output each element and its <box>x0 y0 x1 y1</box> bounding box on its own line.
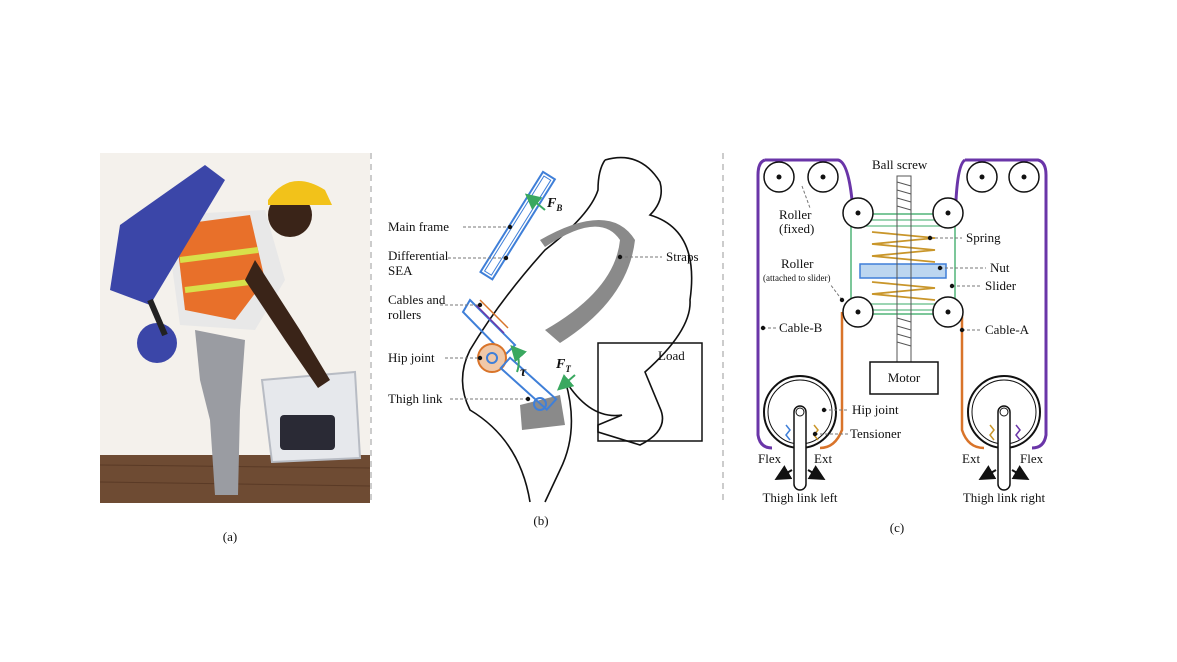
label-thigh-right: Thigh link right <box>963 490 1046 505</box>
panel-a-caption: (a) <box>223 529 237 544</box>
thigh-link-right <box>997 405 1011 491</box>
label-cables: Cables and <box>388 292 446 307</box>
label-force-fb: FB <box>546 196 562 213</box>
panel-c-caption: (c) <box>890 520 904 535</box>
panel-b-diagram <box>440 156 703 503</box>
label-thigh-link: Thigh link <box>388 391 443 406</box>
tensioner-right <box>989 424 995 441</box>
legs <box>195 330 245 495</box>
label-torque: τ <box>520 365 527 380</box>
tensioner-left <box>785 424 791 441</box>
label-flex-left: Flex <box>758 451 782 466</box>
label-nut: Nut <box>990 260 1010 275</box>
label-force-ft: FT <box>555 357 571 374</box>
panel-b-caption: (b) <box>533 513 548 528</box>
label-roller-slider-sub: (attached to slider) <box>763 273 830 283</box>
label-hip-joint: Hip joint <box>388 350 435 365</box>
hard-hat <box>268 181 332 205</box>
load-box <box>597 342 703 442</box>
label-rollers: rollers <box>388 307 421 322</box>
motor-box <box>869 361 939 395</box>
thigh-link-frame <box>499 356 558 412</box>
nut <box>859 263 947 279</box>
cable-orange-right <box>960 312 985 450</box>
label-straps: Straps <box>666 249 699 264</box>
exo-hip-actuator <box>137 323 177 363</box>
label-ext-left: Ext <box>814 451 832 466</box>
label-hip-joint-c: Hip joint <box>852 402 899 417</box>
label-differential: Differential <box>388 248 449 263</box>
main-frame <box>479 170 557 281</box>
label-roller-fixed-sub: (fixed) <box>779 221 814 236</box>
label-tensioner: Tensioner <box>850 426 902 441</box>
label-load: Load <box>658 348 685 363</box>
panel-a-photo <box>99 153 371 503</box>
label-main-frame: Main frame <box>388 219 449 234</box>
thigh-link-left <box>793 405 807 491</box>
cable-orange-left <box>819 312 844 450</box>
cable-purple <box>475 304 505 334</box>
cable-orange <box>479 299 509 329</box>
label-cable-a: Cable-A <box>985 322 1030 337</box>
label-roller-fixed: Roller <box>779 207 812 222</box>
torque-arc <box>510 345 527 373</box>
slider-frame <box>850 213 956 315</box>
force-fb-arrow <box>524 193 546 211</box>
thigh-strap <box>520 395 565 430</box>
label-slider: Slider <box>985 278 1017 293</box>
label-motor: Motor <box>888 370 921 385</box>
panel-c-diagram <box>756 158 1048 491</box>
spring-upper <box>871 231 936 263</box>
arm <box>245 260 330 388</box>
label-spring: Spring <box>966 230 1001 245</box>
label-thigh-left: Thigh link left <box>762 490 837 505</box>
spring-lower <box>871 281 936 301</box>
force-ft-arrow <box>556 374 576 391</box>
shoulder-strap <box>540 220 635 343</box>
label-sea: SEA <box>388 263 413 278</box>
safety-vest <box>175 215 265 320</box>
label-cable-b: Cable-B <box>779 320 823 335</box>
label-ball-screw: Ball screw <box>872 157 928 172</box>
label-flex-right: Flex <box>1020 451 1044 466</box>
label-roller-slider: Roller <box>781 256 814 271</box>
exo-backpack <box>110 165 225 305</box>
label-ext-right: Ext <box>962 451 980 466</box>
